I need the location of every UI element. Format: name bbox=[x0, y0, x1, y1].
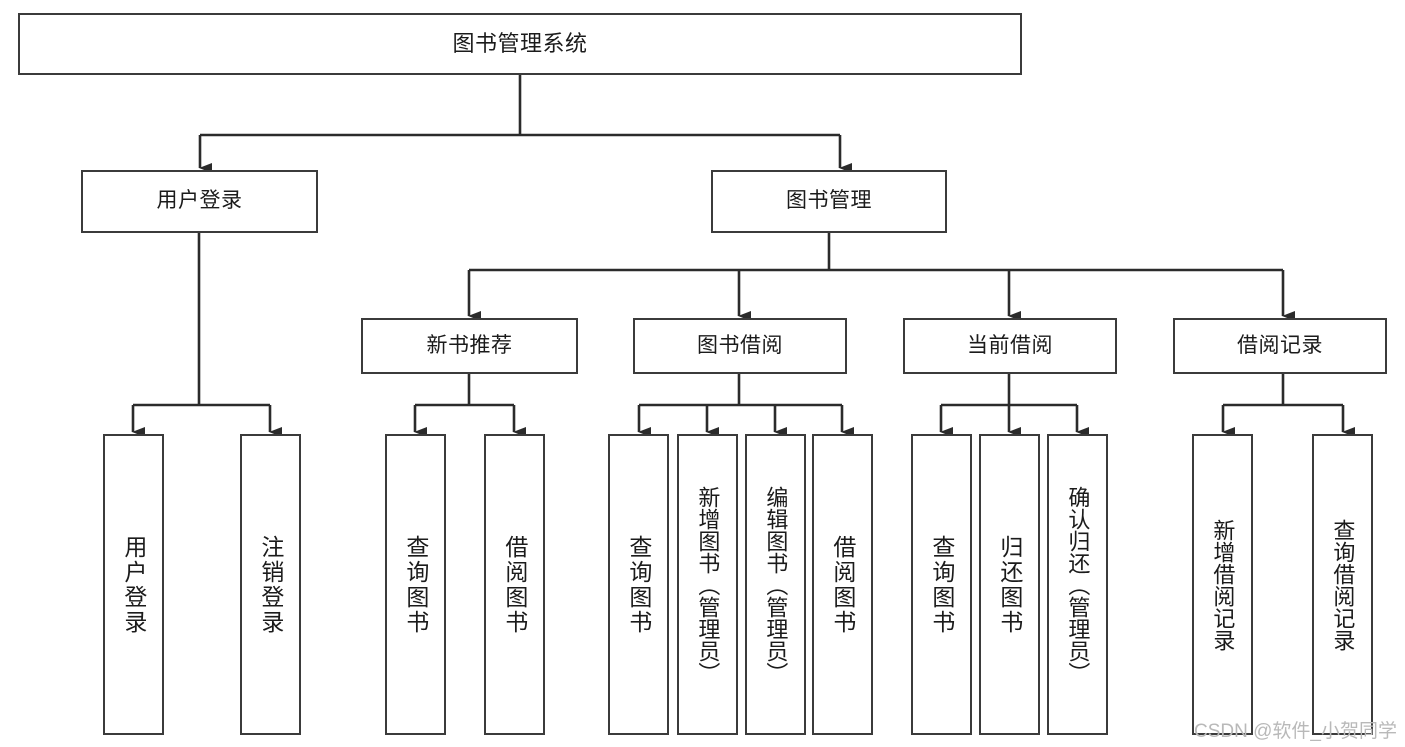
node-label: 图书借阅 bbox=[697, 333, 783, 357]
node-book-management[interactable]: 图书管理 bbox=[711, 170, 947, 233]
node-label: 借阅记录 bbox=[1237, 333, 1323, 357]
node-user-login[interactable]: 用户登录 bbox=[81, 170, 318, 233]
node-label: 编辑图书（管理员） bbox=[763, 485, 789, 684]
node-root-system[interactable]: 图书管理系统 bbox=[18, 13, 1022, 75]
leaf-edit-book-admin[interactable]: 编辑图书（管理员） bbox=[745, 434, 806, 735]
node-label: 查询图书 bbox=[402, 534, 429, 635]
node-label: 注销登录 bbox=[257, 534, 284, 635]
node-borrow-record[interactable]: 借阅记录 bbox=[1173, 318, 1387, 374]
node-label: 归还图书 bbox=[996, 534, 1023, 635]
node-label: 借阅图书 bbox=[501, 534, 528, 635]
node-label: 用户登录 bbox=[156, 189, 243, 213]
node-label: 查询借阅记录 bbox=[1330, 518, 1356, 651]
node-current-borrow[interactable]: 当前借阅 bbox=[903, 318, 1117, 374]
node-label: 当前借阅 bbox=[967, 333, 1053, 357]
node-new-book-recommend[interactable]: 新书推荐 bbox=[361, 318, 578, 374]
node-label: 借阅图书 bbox=[829, 534, 856, 635]
node-label: 图书管理 bbox=[786, 189, 872, 213]
leaf-query-borrow-record[interactable]: 查询借阅记录 bbox=[1312, 434, 1373, 735]
leaf-borrow-book[interactable]: 借阅图书 bbox=[812, 434, 873, 735]
watermark-text: CSDN @软件_小贺同学 bbox=[1194, 721, 1397, 742]
node-label: 查询图书 bbox=[625, 534, 652, 635]
leaf-borrow-book-recommend[interactable]: 借阅图书 bbox=[484, 434, 545, 735]
leaf-add-book-admin[interactable]: 新增图书（管理员） bbox=[677, 434, 738, 735]
node-label: 图书管理系统 bbox=[452, 31, 588, 57]
node-label: 新增借阅记录 bbox=[1210, 518, 1236, 651]
node-label: 新增图书（管理员） bbox=[695, 485, 721, 684]
leaf-return-book[interactable]: 归还图书 bbox=[979, 434, 1040, 735]
leaf-query-book-borrow[interactable]: 查询图书 bbox=[608, 434, 669, 735]
leaf-logout[interactable]: 注销登录 bbox=[240, 434, 301, 735]
node-label: 查询图书 bbox=[928, 534, 955, 635]
leaf-query-book-recommend[interactable]: 查询图书 bbox=[385, 434, 446, 735]
leaf-add-borrow-record[interactable]: 新增借阅记录 bbox=[1192, 434, 1253, 735]
node-label: 用户登录 bbox=[120, 534, 147, 635]
node-book-borrow[interactable]: 图书借阅 bbox=[633, 318, 847, 374]
node-label: 新书推荐 bbox=[426, 333, 513, 357]
leaf-confirm-return-admin[interactable]: 确认归还（管理员） bbox=[1047, 434, 1108, 735]
leaf-query-book-current[interactable]: 查询图书 bbox=[911, 434, 972, 735]
node-label: 确认归还（管理员） bbox=[1065, 485, 1091, 684]
leaf-user-login[interactable]: 用户登录 bbox=[103, 434, 164, 735]
